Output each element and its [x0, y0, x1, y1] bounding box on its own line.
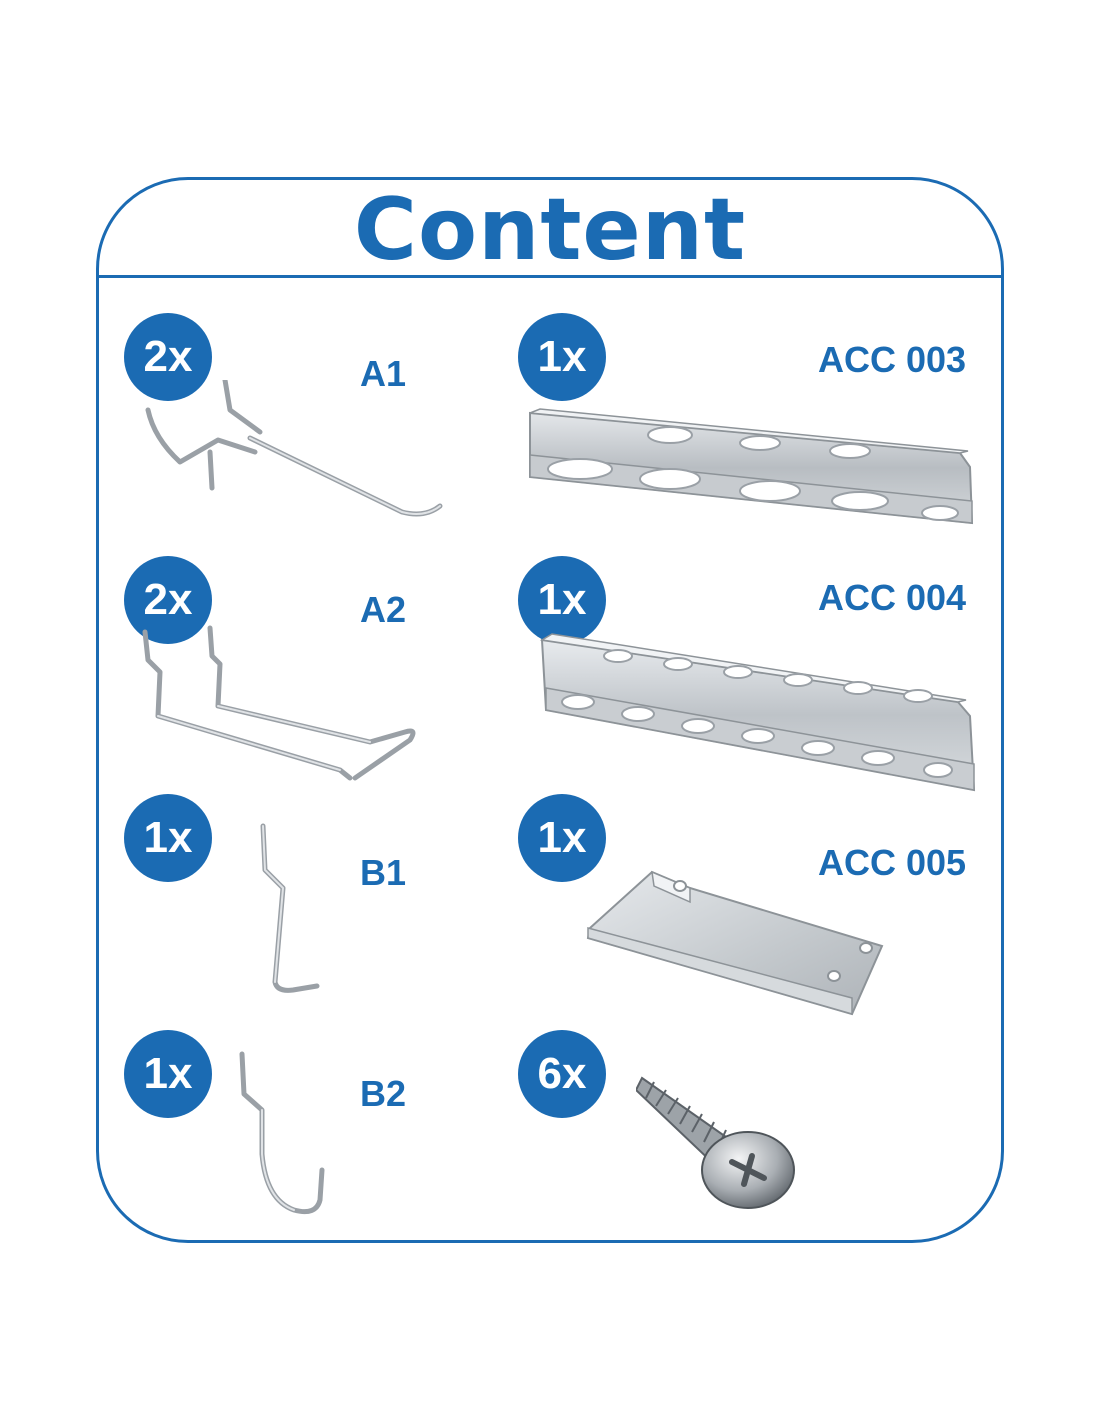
mounting-bracket-icon: [586, 870, 884, 1016]
item-code-b2: B2: [360, 1073, 407, 1114]
content-frame: [96, 177, 1004, 1243]
item-code-acc004: ACC 004: [818, 577, 967, 618]
pegboard-hook-double-icon: [142, 625, 416, 781]
item-code-a2: A2: [360, 589, 407, 630]
quantity-badge-acc003: 1x: [518, 313, 606, 401]
pegboard-hook-single-icon: [260, 823, 320, 993]
item-code-b1: B1: [360, 852, 407, 893]
item-code-acc003: ACC 003: [818, 339, 967, 380]
page-title: Content: [353, 180, 747, 280]
screw-icon: [636, 1076, 795, 1209]
quantity-badge-a1: 2x: [124, 313, 212, 401]
title-divider: [96, 275, 1004, 278]
quantity-badge-acc004: 1x: [518, 556, 606, 644]
item-code-a1: A1: [360, 353, 407, 394]
tool-holder-rack-icon: [539, 633, 976, 792]
quantity-badge-b1: 1x: [124, 794, 212, 882]
quantity-badge-a2: 2x: [124, 556, 212, 644]
quantity-badge-b2: 1x: [124, 1030, 212, 1118]
screwdriver-rack-icon: [529, 408, 974, 525]
pegboard-hook-curved-icon: [239, 1051, 325, 1215]
quantity-badge-acc005: 1x: [518, 794, 606, 882]
quantity-badge-screw: 6x: [518, 1030, 606, 1118]
item-code-acc005: ACC 005: [818, 842, 967, 883]
pegboard-hook-straight-icon: [145, 380, 443, 517]
